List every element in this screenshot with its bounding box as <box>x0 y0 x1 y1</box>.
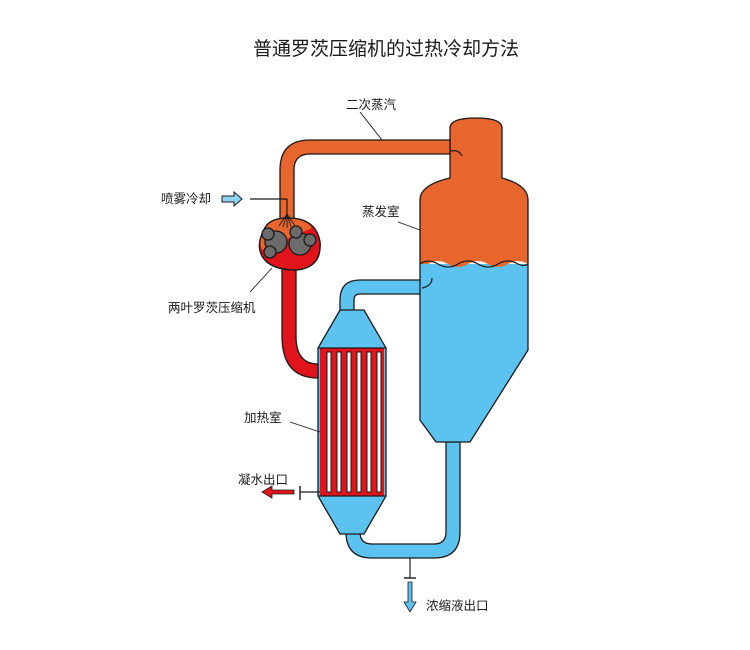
heating-tubes <box>318 347 386 497</box>
leader-secondary-steam <box>359 111 383 141</box>
label-heating-chamber: 加热室 <box>244 410 282 425</box>
spray-inlet-arrow-icon <box>221 190 243 208</box>
liquid-surface-wave <box>419 260 529 268</box>
spray-nozzle <box>250 198 296 228</box>
label-spray-cooling: 喷雾冷却 <box>161 191 211 206</box>
evaporator-vapor <box>420 118 528 267</box>
roots-compressor <box>258 217 321 271</box>
superheated-steam-pipe <box>281 255 319 379</box>
condensate-arrow-icon <box>261 485 295 499</box>
leader-evaporator <box>397 221 421 231</box>
evaporator-inlet-hook <box>421 277 433 289</box>
label-secondary-steam: 二次蒸汽 <box>346 97 397 112</box>
label-evaporator: 蒸发室 <box>362 204 400 219</box>
label-roots-compressor: 两叶罗茨压缩机 <box>168 300 256 315</box>
leader-compressor <box>249 267 273 293</box>
leader-heating-chamber <box>289 421 321 433</box>
label-condensate-outlet: 凝水出口 <box>238 472 288 487</box>
label-concentrate-outlet: 浓缩液出口 <box>426 598 489 613</box>
evaporator-liquid <box>420 264 528 442</box>
concentrate-arrow-icon <box>403 581 417 613</box>
evaporator-outline <box>419 117 529 443</box>
diagram-title: 普通罗茨压缩机的过热冷却方法 <box>253 38 519 60</box>
